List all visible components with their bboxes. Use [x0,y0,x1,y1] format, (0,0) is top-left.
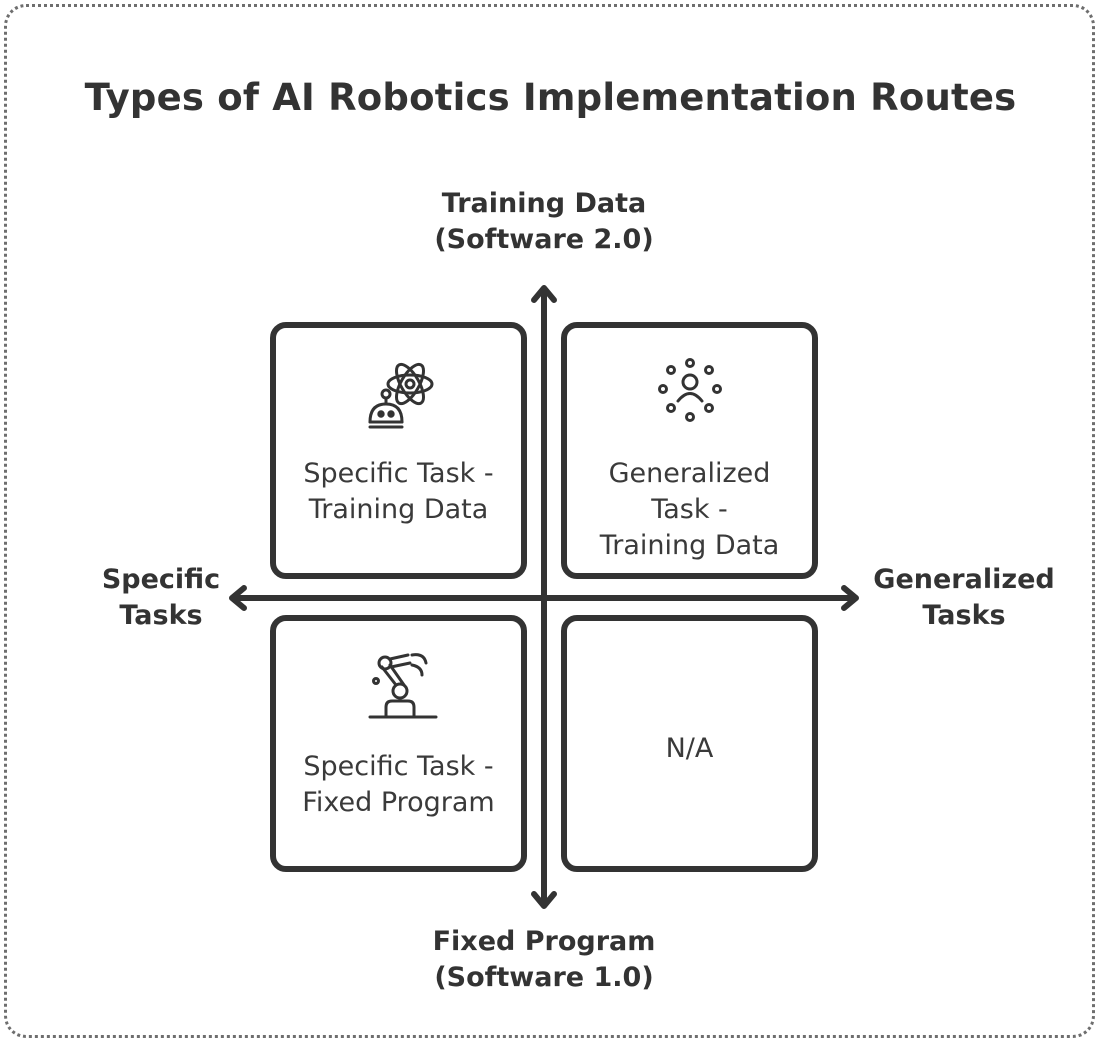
axis-label-top-line2: (Software 2.0) [434,224,654,255]
quadrant-text-line: Training Data [308,494,489,525]
quadrant-generalized-training: Generalized Task - Training Data [561,322,818,579]
quadrant-text-line: Specific Task - [303,751,494,782]
axis-label-left-line2: Tasks [119,600,203,631]
quadrant-generalized-fixed-text: N/A [567,731,812,767]
right-arrowhead [841,585,859,611]
axis-label-bottom: Fixed Program (Software 1.0) [394,924,694,996]
robotic-arm-icon [368,653,438,719]
quadrant-text-line: Generalized [608,458,771,489]
quadrant-specific-training-text: Specific Task - Training Data [276,456,521,528]
bottom-arrowhead [531,891,557,909]
quadrant-specific-training: Specific Task - Training Data [270,322,527,579]
quadrant-text-line: Training Data [599,530,780,561]
diagram-title: Types of AI Robotics Implementation Rout… [84,76,1017,119]
quadrant-text-line: N/A [665,733,714,764]
robot-atom-icon [368,362,434,429]
quadrant-text-line: Task - [651,494,728,525]
top-arrowhead [531,285,557,303]
left-arrowhead [229,585,247,611]
axis-label-right-line1: Generalized [873,564,1055,595]
axis-label-bottom-line1: Fixed Program [432,926,656,957]
axis-label-right: Generalized Tasks [872,562,1056,634]
diagram-frame [4,4,1095,1038]
quadrant-specific-fixed-text: Specific Task - Fixed Program [276,749,521,821]
quadrant-generalized-fixed: N/A [561,615,818,872]
axis-label-right-line2: Tasks [922,600,1006,631]
quadrant-specific-fixed: Specific Task - Fixed Program [270,615,527,872]
axis-label-top: Training Data (Software 2.0) [394,186,694,258]
axis-label-left-line1: Specific [101,564,221,595]
axis-label-top-line1: Training Data [441,188,647,219]
person-network-icon [658,358,722,422]
quadrant-text-line: Fixed Program [302,787,495,818]
quadrant-generalized-training-text: Generalized Task - Training Data [567,456,812,564]
quadrant-text-line: Specific Task - [303,458,494,489]
axis-label-left: Specific Tasks [90,562,232,634]
axis-label-bottom-line2: (Software 1.0) [434,962,654,993]
